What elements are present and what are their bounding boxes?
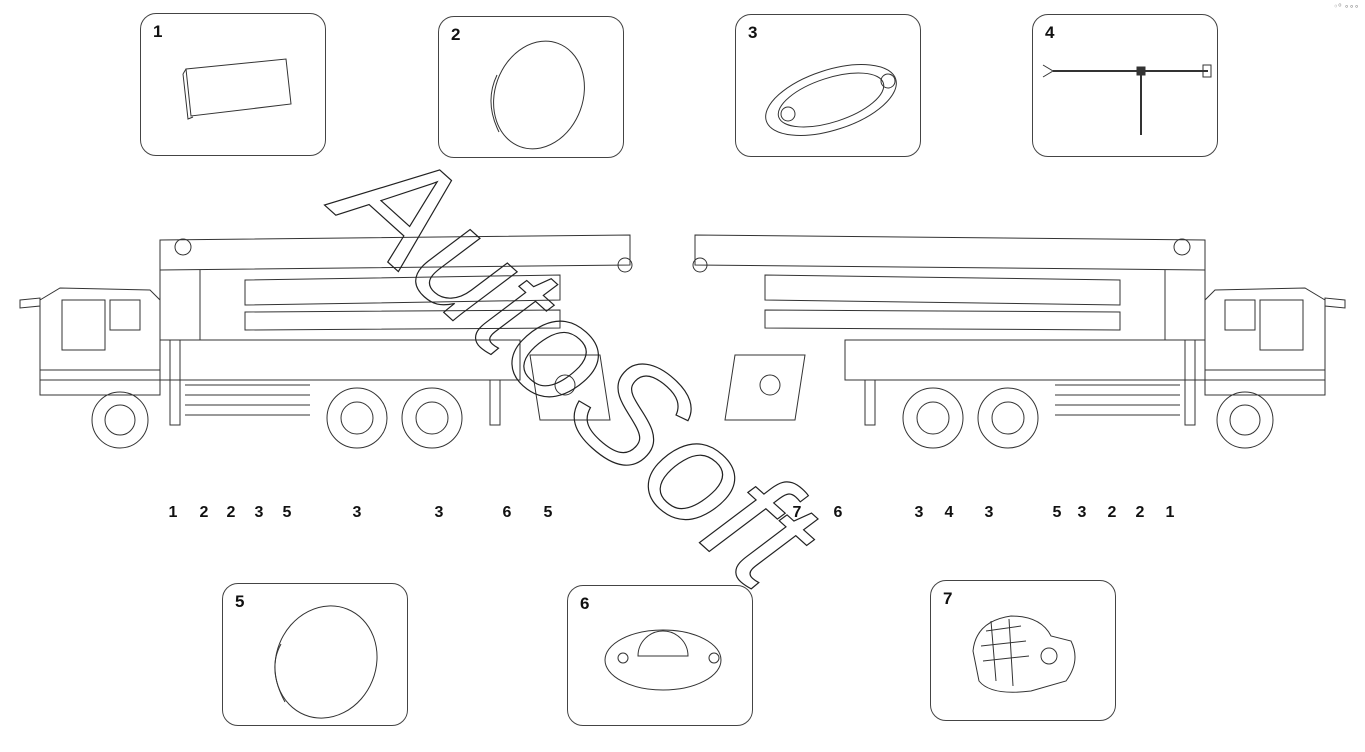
detail-panel-3: 3 (735, 14, 921, 157)
rectangular-lamp-icon (182, 58, 292, 120)
detail-panel-4: 4 (1032, 14, 1218, 157)
callout-right-10: 1 (1165, 504, 1175, 521)
callout-right-1: 7 (792, 504, 802, 521)
callout-left-2: 2 (199, 504, 209, 521)
round-lamp-icon (274, 605, 378, 719)
callout-left-9: 5 (543, 504, 553, 521)
detail-panel-6: 6 (567, 585, 753, 726)
callout-right-4: 4 (944, 504, 954, 521)
panel-number: 6 (580, 594, 590, 613)
callout-right-6: 5 (1052, 504, 1062, 521)
panel-number: 1 (153, 22, 163, 41)
panel-number: 4 (1045, 23, 1055, 42)
callout-right-9: 2 (1135, 504, 1145, 521)
callout-left-4: 3 (254, 504, 264, 521)
oval-lamp-icon (765, 64, 897, 136)
callout-left-8: 6 (502, 504, 512, 521)
panel-number: 7 (943, 589, 953, 608)
oval-lamp-with-screws-icon (604, 629, 722, 691)
detail-panel-7: 7 (930, 580, 1116, 721)
detail-panel-5: 5 (222, 583, 408, 726)
callout-left-7: 3 (434, 504, 444, 521)
detail-panel-1: 1 (140, 13, 326, 156)
callout-right-2: 6 (833, 504, 843, 521)
detail-panel-2: 2 (438, 16, 624, 158)
panel-number: 5 (235, 592, 245, 611)
left-truck (19, 234, 633, 449)
round-lamp-icon (490, 40, 585, 150)
right-truck (692, 234, 1346, 449)
callout-right-5: 3 (984, 504, 994, 521)
panel-number: 3 (748, 23, 758, 42)
callout-right-8: 2 (1107, 504, 1117, 521)
work-lamp-icon (972, 615, 1076, 693)
callout-left-3: 2 (226, 504, 236, 521)
callout-right-3: 3 (914, 504, 924, 521)
callout-left-1: 1 (168, 504, 178, 521)
callout-left-6: 3 (352, 504, 362, 521)
watermark: AutoSoft (303, 104, 853, 623)
wiring-harness-icon (1042, 64, 1212, 135)
corner-mark: ◦⁰ ∘∘∘ (1333, 2, 1360, 11)
callout-right-7: 3 (1077, 504, 1087, 521)
panel-number: 2 (451, 25, 461, 44)
callout-left-5: 5 (282, 504, 292, 521)
